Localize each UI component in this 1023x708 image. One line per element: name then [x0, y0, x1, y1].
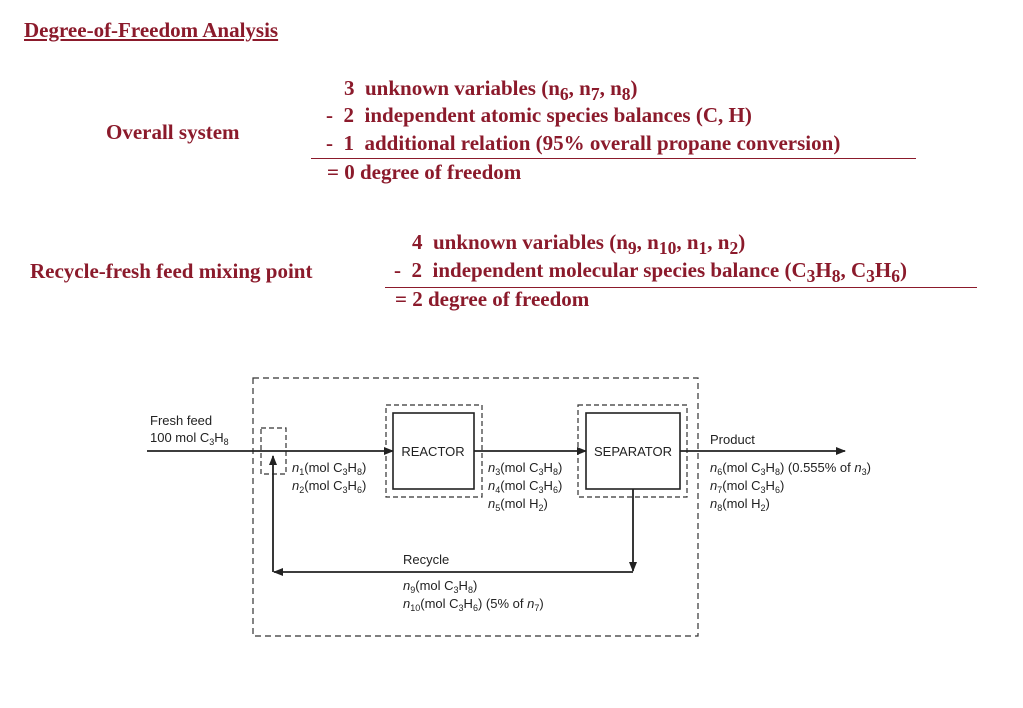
overall-line-2-op: - — [326, 103, 333, 127]
overall-line-3-number: 1 — [343, 131, 355, 155]
overall-line-3-op: - — [326, 131, 333, 155]
mixing-divider — [385, 287, 977, 288]
stream-n5-label: n5(mol H2) — [488, 496, 548, 513]
fresh-feed-label: Fresh feed — [150, 413, 212, 428]
stream-n3-label: n3(mol C3H8) — [488, 460, 562, 477]
mixing-result: = 2 degree of freedom — [395, 287, 590, 311]
overall-line-1-text: unknown variables (n — [365, 76, 560, 100]
stream-n8-label: n8(mol H2) — [710, 496, 770, 513]
var-sub-2: 2 — [729, 238, 739, 259]
var-sub-10: 10 — [658, 238, 677, 259]
overall-line-2: - 2 independent atomic species balances … — [326, 103, 752, 128]
var-sub-8: 8 — [621, 84, 631, 105]
stream-n7-label: n7(mol C3H6) — [710, 478, 784, 495]
mixing-point-label: Recycle-fresh feed mixing point — [30, 259, 313, 283]
overall-divider — [311, 158, 916, 159]
overall-system-boundary — [252, 377, 699, 637]
page-title: Degree-of-Freedom Analysis — [24, 18, 279, 42]
overall-line-2-text: independent atomic species balances (C, … — [364, 103, 752, 127]
reactor-label: REACTOR — [401, 444, 464, 459]
mixing-line-2: - 2 independent molecular species balanc… — [394, 258, 907, 287]
var-sub-9: 9 — [627, 238, 637, 259]
mixing-line-2-text: independent molecular species balance (C — [432, 258, 807, 282]
stream-n2-label: n2(mol C3H6) — [292, 478, 366, 495]
overall-line-3: - 1 additional relation (95% overall pro… — [326, 131, 840, 156]
var-sub-6: 6 — [559, 84, 569, 105]
overall-line-3-text: additional relation (95% overall propane… — [364, 131, 841, 155]
recycle-label: Recycle — [403, 552, 449, 567]
stream-n9-label: n9(mol C3H8) — [403, 578, 477, 595]
separator-box — [585, 412, 681, 490]
var-sub-1: 1 — [698, 238, 708, 259]
overall-line-1: 3 unknown variables (n6, n7, n8) — [344, 76, 638, 105]
mixing-line-2-number: 2 — [411, 258, 423, 282]
mixing-line-1: 4 unknown variables (n9, n10, n1, n2) — [412, 230, 746, 259]
mixing-line-1-number: 4 — [412, 230, 423, 254]
overall-result: = 0 degree of freedom — [327, 160, 522, 184]
stream-n1-label: n1(mol C3H8) — [292, 460, 366, 477]
mixing-line-2-op: - — [394, 258, 401, 282]
separator-label: SEPARATOR — [594, 444, 672, 459]
fresh-feed-amount: 100 mol C3H8 — [150, 430, 229, 447]
stream-n6-label: n6(mol C3H8) (0.555% of n3) — [710, 460, 871, 477]
var-sub-7: 7 — [590, 84, 600, 105]
stream-n10-label: n10(mol C3H6) (5% of n7) — [403, 596, 544, 613]
overall-line-2-number: 2 — [343, 103, 355, 127]
overall-line-1-number: 3 — [344, 76, 355, 100]
product-label: Product — [710, 432, 755, 447]
stream-n4-label: n4(mol C3H6) — [488, 478, 562, 495]
overall-system-label: Overall system — [106, 120, 240, 144]
mixing-line-1-text: unknown variables (n — [433, 230, 628, 254]
